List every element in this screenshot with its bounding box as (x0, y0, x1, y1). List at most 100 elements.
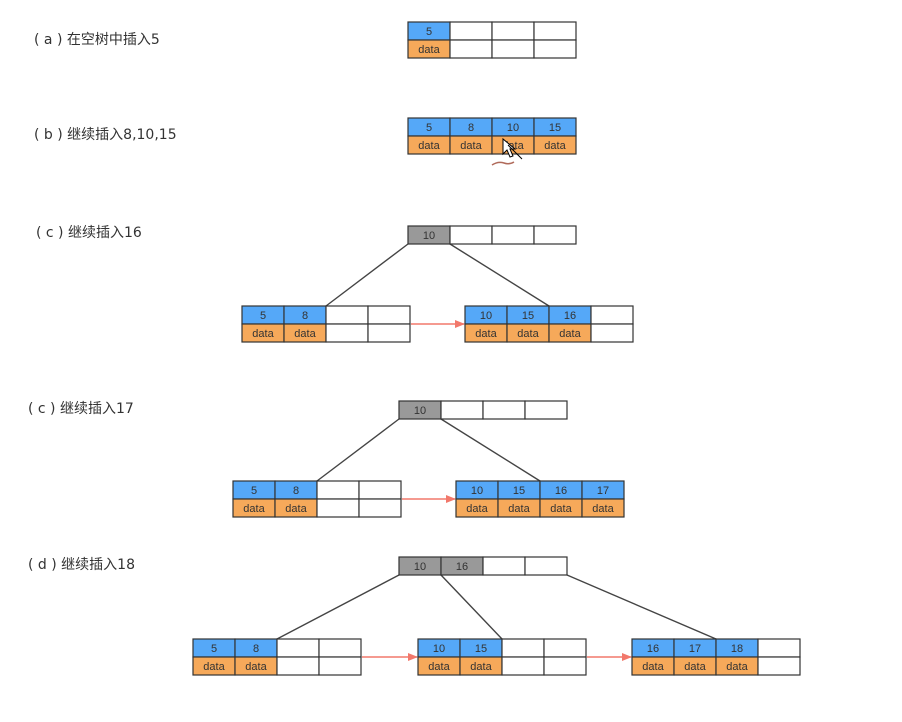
empty-cell (325, 323, 369, 343)
empty-cell (491, 39, 535, 59)
data-label: data (517, 328, 539, 340)
data-label: data (466, 503, 488, 515)
data-label: data (418, 140, 440, 152)
data-label: data (550, 503, 572, 515)
empty-cell (367, 323, 411, 343)
empty-cell (491, 225, 535, 245)
key-label: 8 (293, 485, 299, 497)
empty-cell (325, 305, 369, 325)
data-label: data (559, 328, 581, 340)
key-label: 10 (507, 122, 519, 134)
empty-cell (482, 556, 526, 576)
leaf-node: 5 data 8 data (232, 480, 402, 518)
leaf-node: 16 data 17 data 18 data (631, 638, 801, 676)
key-label: 5 (211, 643, 217, 655)
empty-cell (491, 21, 535, 41)
key-label: 16 (647, 643, 659, 655)
empty-cell (543, 638, 587, 658)
mouse-cursor-icon (491, 137, 523, 166)
step-c-label: ( c ) 继续插入16 (36, 225, 142, 241)
empty-cell (316, 480, 360, 500)
data-label: data (726, 661, 748, 673)
key-label: 16 (555, 485, 567, 497)
key-label: 8 (468, 122, 474, 134)
tree-edge (440, 418, 541, 482)
data-label: data (203, 661, 225, 673)
data-label: data (475, 328, 497, 340)
empty-cell (524, 400, 568, 420)
empty-cell (590, 323, 634, 343)
tree-edge (449, 243, 550, 307)
data-label: data (294, 328, 316, 340)
step-c2-label: ( c ) 继续插入17 (28, 401, 134, 417)
empty-cell (358, 480, 402, 500)
empty-cell (449, 39, 493, 59)
empty-cell (367, 305, 411, 325)
step-b-label: ( b ) 继续插入8,10,15 (34, 127, 177, 143)
empty-cell (757, 638, 801, 658)
tree-edge (325, 243, 409, 307)
empty-cell (757, 656, 801, 676)
empty-cell (318, 656, 362, 676)
empty-cell (316, 498, 360, 518)
key-label: 5 (251, 485, 257, 497)
data-label: data (285, 503, 307, 515)
empty-cell (543, 656, 587, 676)
empty-cell (501, 656, 545, 676)
data-label: data (684, 661, 706, 673)
empty-cell (501, 638, 545, 658)
key-label: 5 (260, 310, 266, 322)
empty-cell (440, 400, 484, 420)
key-label: 15 (475, 643, 487, 655)
data-label: data (428, 661, 450, 673)
empty-cell (358, 498, 402, 518)
empty-cell (524, 556, 568, 576)
data-label: data (508, 503, 530, 515)
key-label: 18 (731, 643, 743, 655)
key-label: 8 (302, 310, 308, 322)
empty-cell (449, 21, 493, 41)
index-key-label: 10 (414, 405, 426, 417)
empty-cell (276, 656, 320, 676)
empty-cell (276, 638, 320, 658)
internal-node: 10 (398, 400, 568, 420)
empty-cell (533, 21, 577, 41)
data-label: data (642, 661, 664, 673)
key-label: 8 (253, 643, 259, 655)
data-label: data (470, 661, 492, 673)
key-label: 16 (564, 310, 576, 322)
key-label: 17 (689, 643, 701, 655)
internal-node: 10 (407, 225, 577, 245)
key-label: 15 (522, 310, 534, 322)
data-cell (581, 498, 625, 518)
data-label: data (592, 503, 614, 515)
tree-edge (440, 574, 503, 640)
empty-cell (482, 400, 526, 420)
index-key-label: 10 (423, 230, 435, 242)
key-label: 15 (513, 485, 525, 497)
empty-cell (590, 305, 634, 325)
tree-edge (276, 574, 400, 640)
data-label: data (243, 503, 265, 515)
index-key-label: 10 (414, 561, 426, 573)
tree-edge (566, 574, 717, 640)
key-label: 5 (426, 26, 432, 38)
key-label: 10 (471, 485, 483, 497)
key-label: 5 (426, 122, 432, 134)
empty-cell (449, 225, 493, 245)
data-label: data (544, 140, 566, 152)
key-label: 15 (549, 122, 561, 134)
empty-cell (533, 39, 577, 59)
leaf-node: 10 data 15 data 16 data 17 data (455, 480, 625, 518)
empty-cell (318, 638, 362, 658)
data-label: data (460, 140, 482, 152)
key-label: 17 (597, 485, 609, 497)
